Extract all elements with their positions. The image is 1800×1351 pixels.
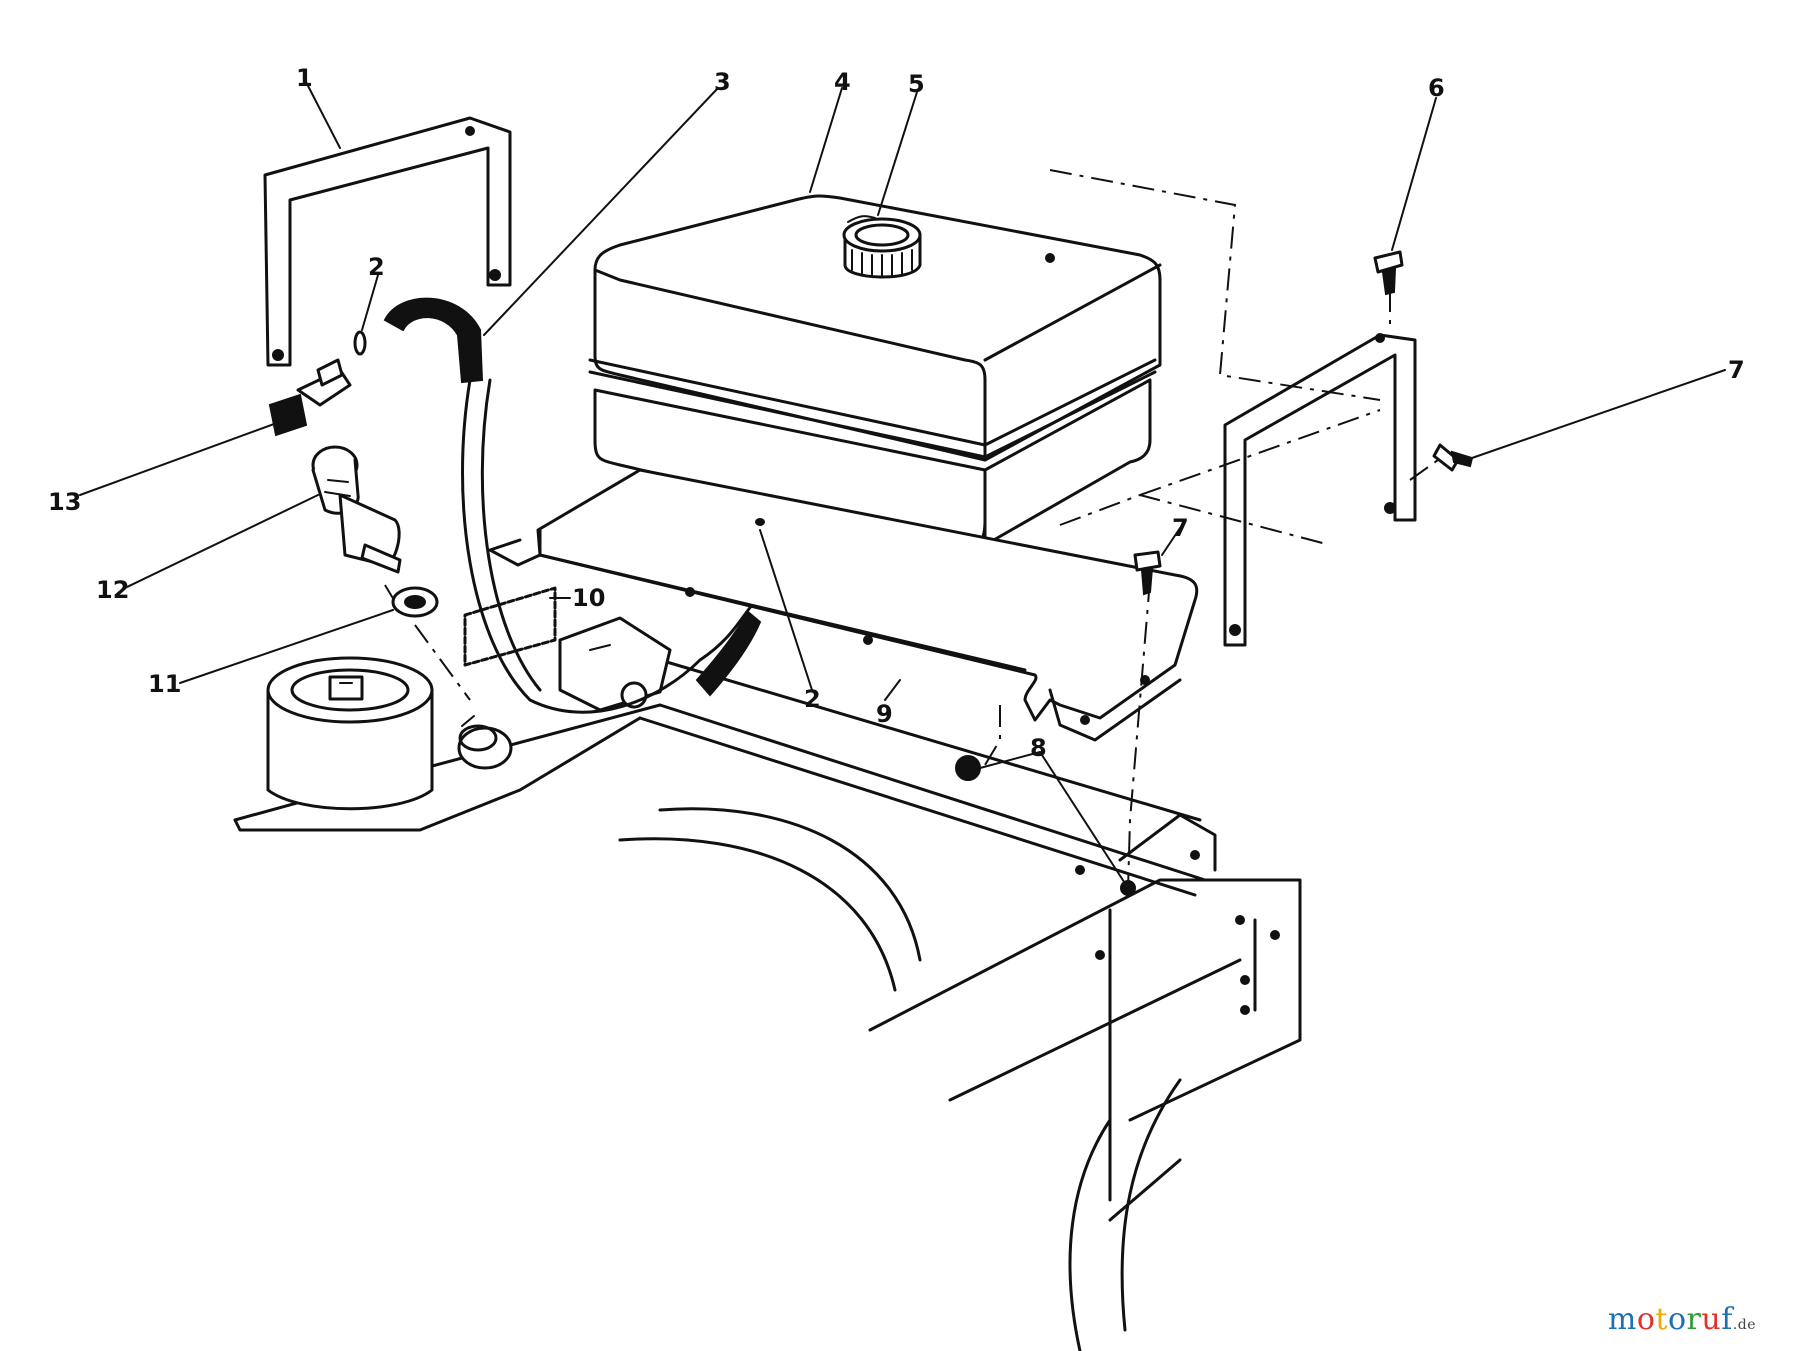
callout-labels: 1 2 2 3 4 5 6 7 7 8 9 10 11 12 13 <box>48 64 1745 762</box>
fitting-part-13 <box>268 358 352 437</box>
fuel-tank <box>588 194 1162 548</box>
assembly-guide-lines <box>384 169 1446 891</box>
callout-6: 6 <box>1428 74 1445 102</box>
watermark-letter: r <box>1686 1302 1702 1337</box>
callout-8: 8 <box>1030 734 1047 762</box>
leader-lines <box>79 79 1726 889</box>
tank-support-tray <box>488 468 1199 742</box>
callout-7-middle: 7 <box>1172 514 1189 542</box>
callout-13: 13 <box>48 488 81 516</box>
bolt-part-7-middle <box>1133 550 1162 596</box>
tray-hole <box>863 635 873 645</box>
frame-hole <box>1240 975 1250 985</box>
clamp-part-2-lower <box>755 518 765 526</box>
decal-part-10 <box>463 586 557 667</box>
callout-3: 3 <box>714 68 731 96</box>
watermark-letter: o <box>1667 1302 1687 1337</box>
clamp-part-2-upper <box>353 330 367 356</box>
tray-hole <box>1080 715 1090 725</box>
frame-hole <box>1075 865 1085 875</box>
callout-1: 1 <box>296 64 313 92</box>
frame-hole <box>1235 915 1245 925</box>
frame-hole <box>1240 1005 1250 1015</box>
callout-12: 12 <box>96 576 129 604</box>
tank-bracket-left <box>263 116 512 367</box>
callout-10: 10 <box>572 584 605 612</box>
engine-fuel-fitting <box>457 715 513 770</box>
watermark-letter: o <box>1636 1302 1656 1337</box>
watermark-letter: t <box>1655 1302 1668 1337</box>
callout-7-right: 7 <box>1728 356 1745 384</box>
callout-2-lower: 2 <box>804 685 821 713</box>
frame-hole <box>1270 930 1280 940</box>
watermark-letter: m <box>1607 1302 1637 1337</box>
bolt-part-7-right <box>1432 443 1474 472</box>
fuel-cap <box>842 215 922 279</box>
washer-part-11 <box>391 586 439 618</box>
callout-2-upper: 2 <box>368 253 385 281</box>
fuel-hose <box>383 297 762 714</box>
frame-hole <box>1095 950 1105 960</box>
watermark-letter: f <box>1721 1302 1733 1337</box>
watermark-logo: motoruf.de <box>1608 1302 1756 1337</box>
watermark-tld: .de <box>1732 1317 1756 1333</box>
frame-hole <box>1190 850 1200 860</box>
watermark-text: motoruf <box>1608 1302 1733 1337</box>
tank-bracket-right <box>1223 333 1417 647</box>
tank-vent-hole <box>1045 253 1055 263</box>
tray-hole <box>685 587 695 597</box>
valve-part-12 <box>311 445 402 574</box>
screw-part-6 <box>1373 250 1404 296</box>
deck-block <box>558 616 672 712</box>
callout-4: 4 <box>834 68 851 96</box>
callout-9: 9 <box>876 700 893 728</box>
engine-block <box>266 656 434 811</box>
nut-part-8 <box>955 755 1136 896</box>
callout-11: 11 <box>148 670 181 698</box>
callout-5: 5 <box>908 70 925 98</box>
watermark-letter: u <box>1701 1302 1722 1337</box>
